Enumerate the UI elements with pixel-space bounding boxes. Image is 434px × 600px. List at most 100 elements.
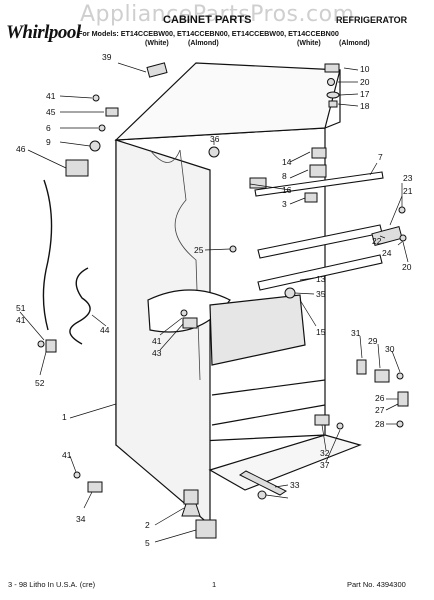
- bracket-part: [311, 147, 327, 159]
- callout-number: 35: [316, 289, 326, 299]
- screw-part: [73, 471, 81, 479]
- bumper-part: [89, 140, 101, 152]
- callout-number: 36: [210, 134, 220, 144]
- color-label: (Almond): [339, 40, 370, 47]
- leader-line: [397, 240, 404, 246]
- leader-line: [299, 299, 317, 327]
- cabinet-cutaway-outline: [149, 149, 201, 381]
- bracket-part: [249, 177, 267, 189]
- leader-line: [321, 424, 327, 451]
- diagram-title: CABINET PARTS: [163, 14, 252, 26]
- leader-line: [249, 183, 291, 191]
- category-label: REFRIGERATOR: [336, 15, 408, 25]
- callout-number: 21: [403, 186, 413, 196]
- cabinet-shelf-edge: [211, 379, 326, 396]
- cover-part: [146, 62, 168, 78]
- callout-number: 7: [378, 152, 383, 162]
- cabinet-floor: [208, 434, 362, 491]
- callout-number: 3: [282, 199, 287, 209]
- crisper-floor: [209, 294, 306, 366]
- callout-number: 20: [402, 262, 412, 272]
- cabinet-rails: [254, 171, 384, 291]
- leader-line: [294, 292, 315, 295]
- leader-line: [337, 103, 359, 107]
- leader-line: [385, 403, 399, 411]
- callout-number: 37: [320, 460, 330, 470]
- callout-number: 52: [35, 378, 45, 388]
- callout-number: 28: [375, 419, 385, 429]
- callout-number: 41: [62, 450, 72, 460]
- leader-line: [377, 343, 381, 369]
- leader-line: [159, 317, 183, 336]
- screw-part: [257, 490, 267, 500]
- callout-number: 41: [46, 91, 56, 101]
- screw-part: [396, 420, 404, 428]
- callout-number: 33: [290, 480, 300, 490]
- leveler-part: [284, 287, 296, 299]
- leader-line: [402, 241, 409, 263]
- callout-number: 18: [360, 101, 370, 111]
- screw-part: [336, 422, 344, 430]
- callout-number: 8: [282, 171, 287, 181]
- leader-lines: [19, 62, 409, 543]
- leader-line: [359, 335, 363, 359]
- footer-part-number: Part No. 4394300: [347, 580, 406, 589]
- footer-litho: 3 - 98 Litho In U.S.A. (cre): [8, 580, 96, 589]
- power-cord-coil: [69, 267, 91, 345]
- cover-part: [182, 317, 198, 329]
- callout-number: 26: [375, 393, 385, 403]
- plug-part: [229, 245, 237, 253]
- clip-part: [45, 339, 57, 353]
- leader-line: [27, 149, 67, 169]
- leader-line: [59, 141, 91, 147]
- whirlpool-logo: Whirlpool: [6, 22, 81, 43]
- cap-part: [208, 146, 220, 158]
- leader-line: [91, 314, 107, 327]
- power-cord: [42, 179, 91, 345]
- callout-number: 15: [316, 327, 326, 337]
- screw-part: [327, 78, 335, 86]
- callout-number: 5: [145, 538, 150, 548]
- callout-number: 14: [282, 157, 292, 167]
- bracket-part: [356, 359, 367, 375]
- clip-part: [304, 192, 318, 203]
- leader-line: [117, 62, 147, 73]
- leader-line: [369, 162, 378, 176]
- callout-number: 6: [46, 123, 51, 133]
- bushing-part: [328, 100, 338, 108]
- leader-line: [204, 248, 231, 251]
- callout-number: 13: [316, 274, 326, 284]
- color-label: (White): [145, 40, 169, 47]
- leader-line: [289, 151, 311, 163]
- cabinet-edge: [324, 70, 341, 129]
- leader-line: [159, 323, 184, 351]
- leader-line: [389, 195, 403, 226]
- callout-number: 9: [46, 137, 51, 147]
- leader-line: [339, 93, 359, 96]
- leader-line: [391, 350, 401, 373]
- leader-line: [69, 403, 117, 419]
- clip-part: [87, 481, 103, 493]
- hinge-pin-part: [397, 391, 409, 407]
- leader-line: [19, 311, 45, 341]
- upper-rail: [254, 171, 384, 197]
- callout-number: 27: [375, 405, 385, 415]
- screw-part: [396, 372, 404, 380]
- leader-line: [343, 67, 359, 71]
- bracket-part: [309, 164, 327, 178]
- callout-number: 31: [351, 328, 361, 338]
- callout-number: 45: [46, 107, 56, 117]
- watermark: AppliancePartsPros.com: [80, 2, 355, 27]
- hinge-part: [371, 225, 403, 247]
- cabinet-cutaway-window: [147, 289, 231, 333]
- callout-number: 39: [102, 52, 112, 62]
- callout-number: 25: [194, 245, 204, 255]
- leader-line: [379, 235, 386, 239]
- leader-line: [83, 491, 93, 509]
- screw-part: [37, 340, 45, 348]
- screw-part: [398, 206, 406, 214]
- power-cord-clamp: [65, 159, 89, 177]
- callout-numbers: 3910201718414569463614816372321222420251…: [16, 52, 413, 548]
- callout-number: 41: [152, 336, 162, 346]
